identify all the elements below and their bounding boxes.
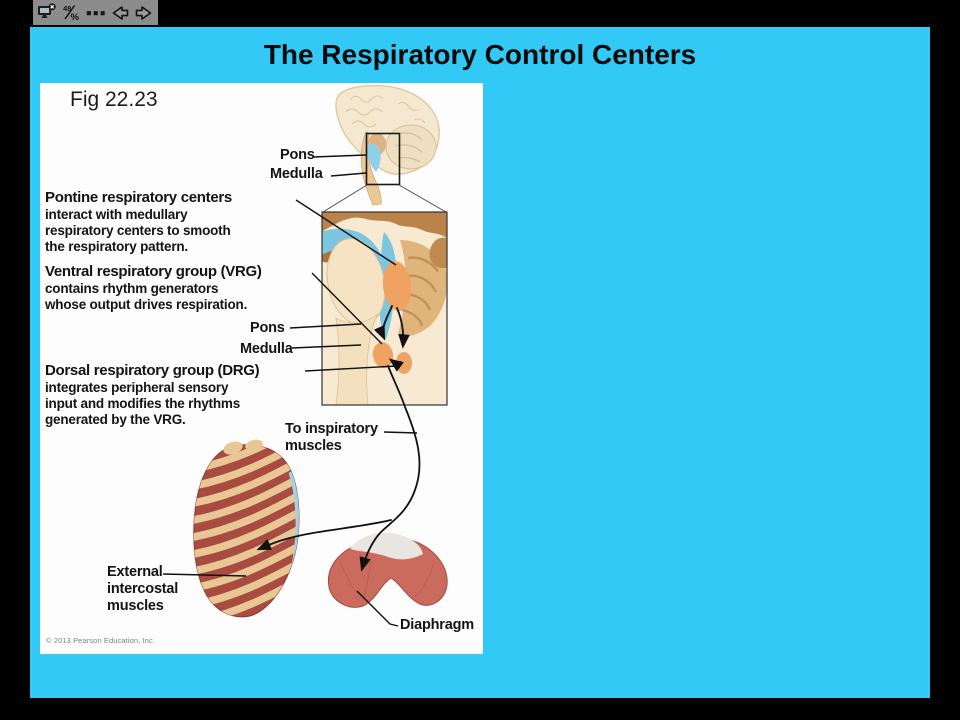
previous-slide-icon[interactable] xyxy=(109,2,131,23)
label-block-drg: Dorsal respiratory group (DRG) integrate… xyxy=(45,362,260,428)
left-arrow-icon xyxy=(112,5,129,20)
drg-marker xyxy=(396,352,412,374)
slide-title: The Respiratory Control Centers xyxy=(263,39,697,70)
end-show-icon[interactable] xyxy=(36,2,58,23)
label-pons-mid: Pons xyxy=(250,320,285,336)
brainstem-inset-box xyxy=(365,132,401,186)
label-external-intercostal-muscles: External intercostal muscles xyxy=(107,564,179,614)
label-block-pontine: Pontine respiratory centers interact wit… xyxy=(45,189,232,255)
figure-number: Fig 22.23 xyxy=(70,88,158,111)
label-pons-top: Pons xyxy=(280,147,315,163)
label-block-vrg: Ventral respiratory group (VRG) contains… xyxy=(45,263,262,312)
svg-text:48: 48 xyxy=(63,4,71,13)
copyright-notice: © 2013 Pearson Education, Inc. xyxy=(46,636,156,645)
monitor-with-x-icon xyxy=(38,3,56,18)
right-arrow-icon xyxy=(135,5,152,20)
slide: The Respiratory Control Centers xyxy=(30,27,930,698)
ellipsis-icon xyxy=(86,11,105,16)
brain-illustration xyxy=(322,84,447,213)
figure-panel: Fig 22.23 Pons Medulla Pontine respirato… xyxy=(40,83,483,654)
label-medulla-top: Medulla xyxy=(270,166,323,182)
presentation-toolbar: 48 % xyxy=(33,0,158,25)
pontine-center-marker xyxy=(382,261,412,311)
next-slide-icon[interactable] xyxy=(133,2,155,23)
label-to-inspiratory-muscles: To inspiratory muscles xyxy=(285,421,378,454)
ribcage-illustration xyxy=(193,439,300,618)
svg-text:%: % xyxy=(71,12,80,22)
label-medulla-mid: Medulla xyxy=(240,341,293,357)
percent-zoom-icon[interactable]: 48 % xyxy=(60,2,82,23)
label-diaphragm: Diaphragm xyxy=(400,617,474,633)
diaphragm-illustration xyxy=(327,532,448,608)
more-options-icon[interactable] xyxy=(85,2,107,23)
brainstem-enlarged-view xyxy=(321,211,448,406)
vrg-marker xyxy=(372,342,394,368)
percent-glyph-icon: 48 % xyxy=(63,4,80,22)
